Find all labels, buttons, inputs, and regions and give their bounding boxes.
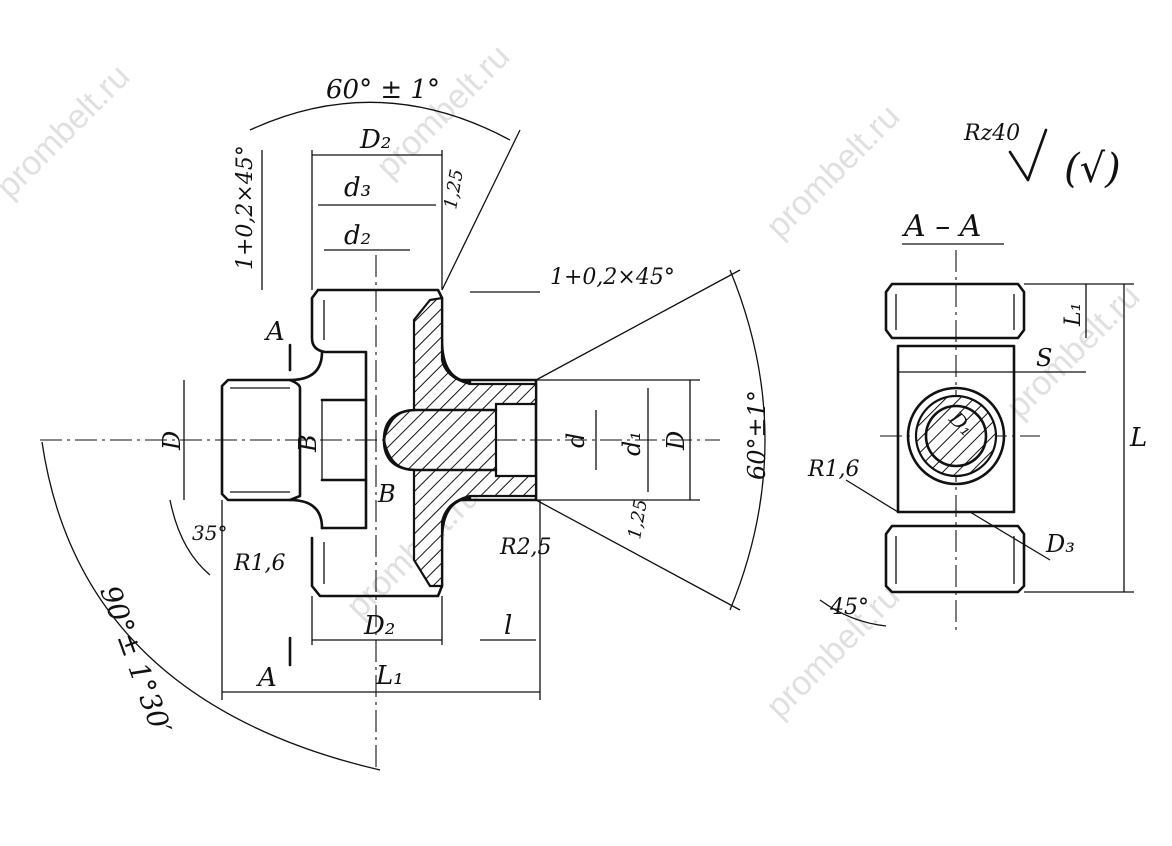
watermark-text: prombelt.ru: [0, 57, 137, 205]
section-title: A – A: [901, 209, 981, 244]
angle-arc-45: [819, 599, 887, 627]
chamfer-label-left: 1+0,2×45°: [233, 145, 258, 270]
d-label: d: [562, 433, 590, 448]
watermark-text: prombelt.ru: [759, 97, 907, 245]
angle-arc-right: [729, 269, 766, 611]
roughness-symbol: [1008, 128, 1048, 182]
B-bottom-label: B: [377, 480, 396, 508]
angle-arc-small: [169, 499, 211, 576]
right-branch-outline: [446, 378, 538, 502]
bore-hatched-ring: [914, 394, 998, 478]
L1-label: L₁: [375, 661, 404, 691]
section-mark-bottom: A: [256, 663, 277, 693]
watermark-text: prombelt.ru: [999, 277, 1147, 425]
watermark-text: prombelt.ru: [369, 37, 517, 185]
d1-label: d₁: [618, 431, 646, 456]
bore-inner-circle: [924, 404, 988, 468]
d2-inner-label: d₂: [344, 221, 371, 251]
B-left-label: B: [294, 434, 322, 453]
hatched-section: [382, 296, 538, 588]
angle-arc-top: [249, 101, 511, 141]
angle-label-left: 90°± 1°30′: [93, 581, 178, 739]
left-fillet-bottom: [288, 498, 324, 530]
roughness-top: 1,25: [440, 168, 468, 211]
angle-label-top: 60° ± 1°: [326, 75, 440, 105]
section-S-label: S: [1036, 344, 1052, 372]
leader-R16: [845, 479, 899, 513]
angle-arc-left: [41, 441, 381, 771]
section-view: Rz40 (√) A – A L₁ S L D₁ R1,6 D₃ 45°: [807, 121, 1147, 630]
section-bottom-body: [884, 524, 1026, 594]
section-L1-label: L₁: [1061, 303, 1086, 327]
r16-label: R1,6: [233, 551, 286, 576]
section-top-body: [884, 282, 1026, 340]
r25-label: R2,5: [499, 535, 552, 560]
bore-outer-circle: [906, 386, 1006, 486]
l-label: l: [504, 611, 512, 641]
roughness-bottom: 1,25: [624, 498, 652, 541]
D-right-label: D: [662, 431, 690, 451]
d2-bottom-label: D₂: [363, 611, 395, 641]
angle-label-right: 60°±1°: [743, 390, 771, 480]
leader-D3: [969, 511, 1051, 561]
D-left-label: D: [158, 431, 186, 451]
front-view: 60° ± 1° 60°±1° 90°± 1°30′ 35° 1+0,2×45°…: [40, 75, 771, 771]
section-L-label: L: [1129, 423, 1147, 453]
left-inner-bore: [320, 398, 368, 482]
section-mark-top: A: [264, 317, 285, 347]
angle-label-small: 35°: [192, 521, 227, 545]
angle-leader: [535, 269, 741, 381]
chamfer-label-right: 1+0,2×45°: [550, 265, 675, 290]
rz-label: Rz40: [963, 121, 1020, 146]
section-45-label: 45°: [829, 595, 869, 620]
drill-tip: [382, 408, 416, 472]
section-middle-body: [896, 344, 1016, 514]
d3-label: d₃: [344, 173, 371, 203]
d2-top-label: D₂: [359, 125, 391, 155]
angle-leader: [535, 499, 741, 611]
section-D3-label: D₃: [1045, 530, 1075, 558]
left-fillet-top: [288, 350, 324, 382]
angle-leader: [441, 129, 521, 291]
section-R16-label: R1,6: [807, 457, 860, 482]
rz-paren: (√): [1064, 146, 1121, 192]
